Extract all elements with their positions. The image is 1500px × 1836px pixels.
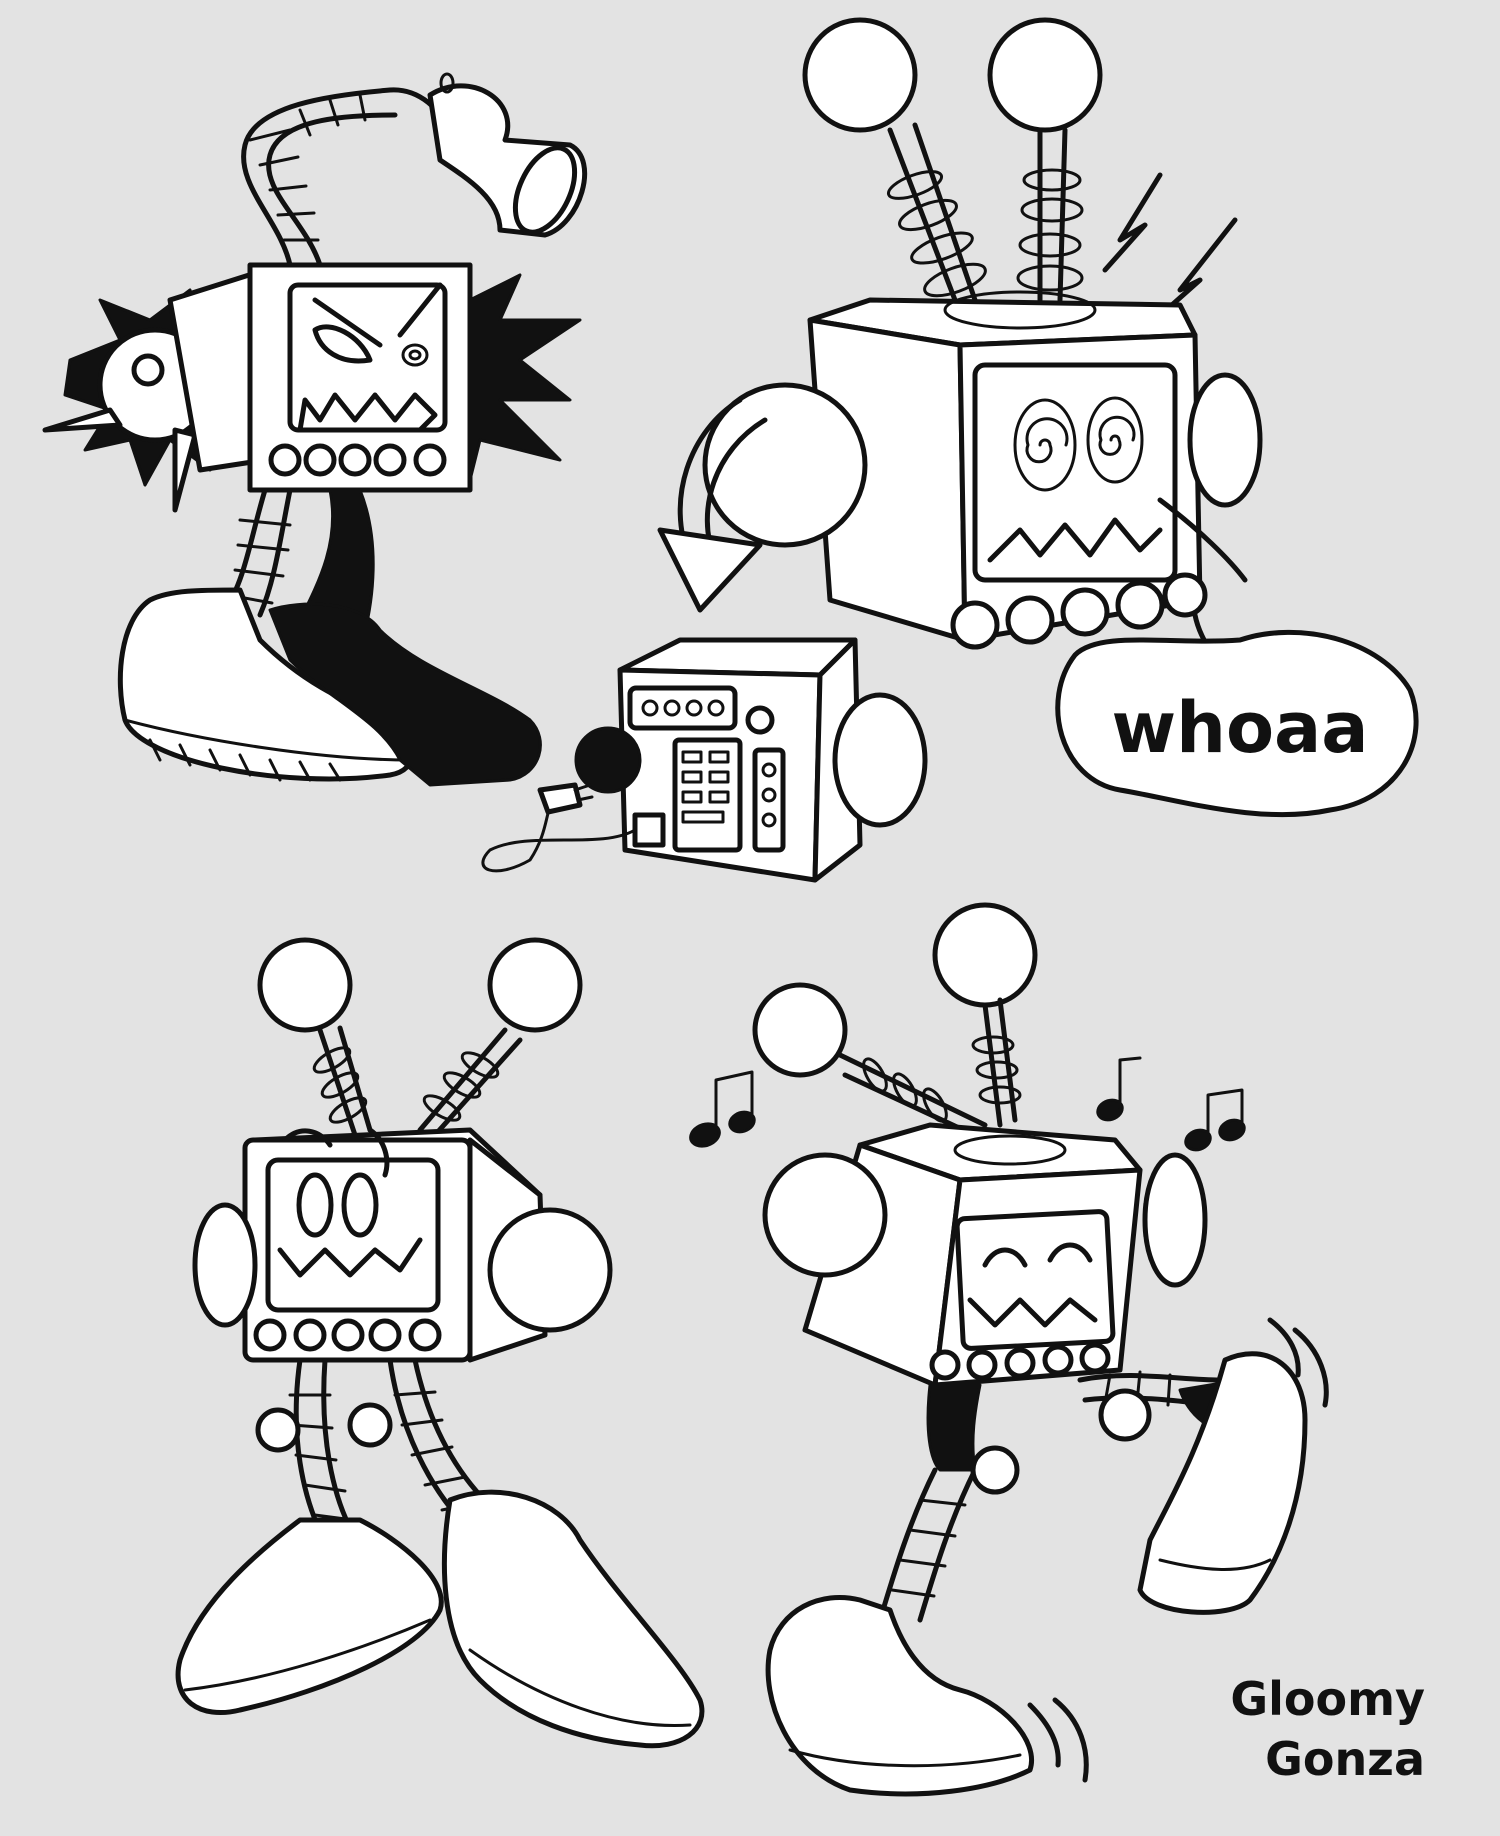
plug [537,782,583,815]
lightning-mark [1102,172,1163,273]
shoe-left [765,1594,1034,1797]
signature-line-1: Gloomy [1230,1672,1425,1726]
impact-splash [468,273,582,482]
shoe-left [175,1517,444,1716]
artist-signature: Gloomy Gonza [1230,1672,1425,1786]
speech-bubble: whoaa [1055,612,1419,818]
angry-robot [42,72,588,787]
shoe-right [268,602,542,787]
standing-robot [175,937,705,1749]
music-notes [689,1056,1246,1152]
shoe-right [1137,1351,1308,1615]
front-knobs [929,1342,1111,1381]
dizzy-robot: whoaa [657,17,1419,818]
shoe-right [441,1489,705,1749]
front-knobs [268,443,447,477]
speech-bubble-text: whoaa [1111,687,1368,769]
front-knobs [950,572,1208,650]
dizzy-eyes [1013,396,1144,492]
signature-line-2: Gonza [1265,1732,1425,1786]
shoe-left [117,587,415,782]
radio-box [481,637,928,883]
dancing-robot [689,902,1329,1797]
front-knobs [253,1318,442,1352]
horn-arm [241,87,458,268]
power-cord [481,798,637,873]
